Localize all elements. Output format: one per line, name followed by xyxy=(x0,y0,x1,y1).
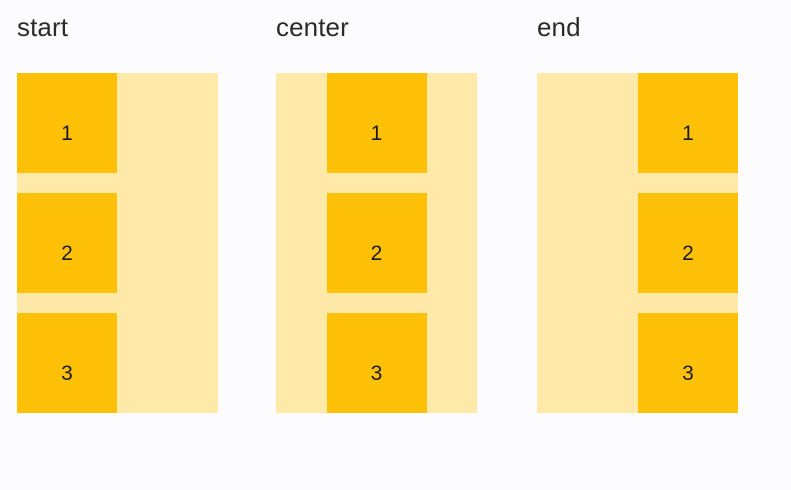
flex-item-label: 1 xyxy=(682,122,694,145)
flex-item: 3 xyxy=(17,313,117,413)
flex-container-start: 1 2 3 xyxy=(17,73,218,413)
flex-item-label: 3 xyxy=(370,362,383,385)
flex-item: 3 xyxy=(326,313,427,413)
flex-item-label: 2 xyxy=(370,242,383,265)
panel-label-start: start xyxy=(17,12,69,42)
flex-item: 2 xyxy=(326,193,427,293)
flex-item: 2 xyxy=(17,193,117,293)
panel-label-end: end xyxy=(537,12,581,42)
flex-item-label: 2 xyxy=(682,242,694,265)
flex-item-label: 1 xyxy=(61,122,73,145)
flex-container-end: 1 2 3 xyxy=(537,73,738,413)
flex-item: 1 xyxy=(326,73,427,173)
flex-item: 1 xyxy=(17,73,117,173)
flex-item: 3 xyxy=(638,313,738,413)
flex-item-label: 3 xyxy=(682,362,694,385)
flex-item-label: 2 xyxy=(61,242,73,265)
panel-label-center: center xyxy=(276,12,349,42)
flex-item: 1 xyxy=(638,73,738,173)
flex-item-label: 3 xyxy=(61,362,73,385)
flex-container-center: 1 2 3 xyxy=(276,73,477,413)
flex-item-label: 1 xyxy=(370,122,383,145)
flex-item: 2 xyxy=(638,193,738,293)
